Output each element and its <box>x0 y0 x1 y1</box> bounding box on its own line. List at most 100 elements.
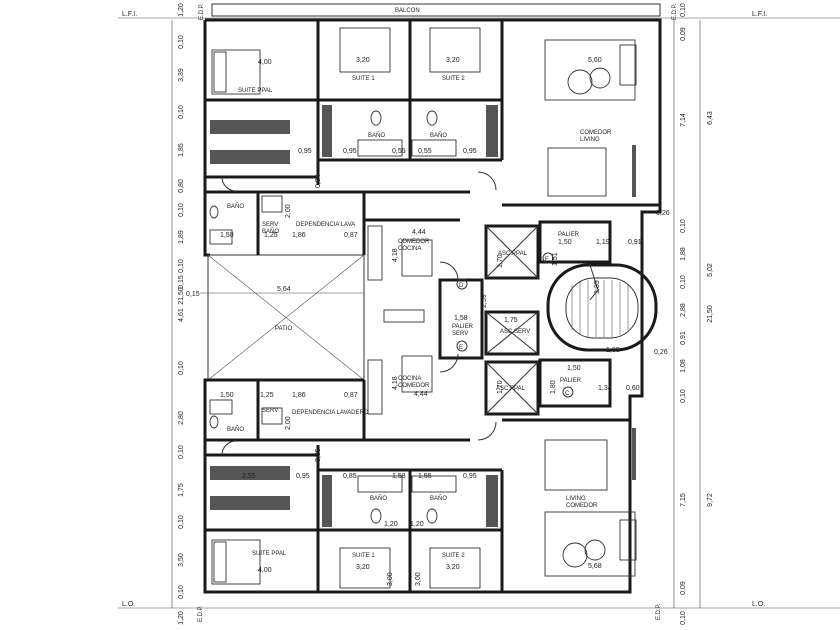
dim-400-bottom: 4,00 <box>258 567 272 574</box>
room-asc-serv: ASC.SERV <box>500 329 530 335</box>
dim-095-d: 0,95 <box>296 473 310 480</box>
edp-bottom-left-label: E.D.P. <box>198 605 204 622</box>
room-suite1-top: SUITE 1 <box>352 76 375 82</box>
lo-right-label: L.O. <box>752 601 765 608</box>
left-dims-1: 0,10 <box>178 35 185 49</box>
left-dims-9: 0,15 <box>178 275 185 289</box>
dim-119: 1,19 <box>596 239 610 246</box>
right-dims-outer-1: 5,02 <box>707 263 714 277</box>
asc-serv-shaft <box>484 310 540 356</box>
door-arc-kitchen-top <box>439 261 459 281</box>
dim-135: 1,35 <box>594 280 601 294</box>
asc-bottom-x2 <box>485 361 539 415</box>
dim-094: 0,94 <box>315 174 322 188</box>
left-dims-14: 0,10 <box>178 445 185 459</box>
lo-left-label: L.O. <box>122 601 135 608</box>
dim-095-b: 0,95 <box>343 148 357 155</box>
room-dependencia-lava-top: DEPENDENCIA LAVA <box>296 222 355 228</box>
left-dims-19: 1,20 <box>178 611 185 625</box>
right-dims-inner-12: 0,10 <box>680 611 687 625</box>
dim-564: 5,64 <box>277 286 291 293</box>
room-suite-ppal-bottom: SUITE PPAL <box>252 551 287 557</box>
right-dims-inner-7: 0,91 <box>680 331 687 345</box>
dim-015: 0,15 <box>186 291 200 298</box>
dim-400-top: 4,00 <box>258 59 272 66</box>
room-bano-serv-bottom: BAÑO <box>227 426 244 433</box>
door-arc-bath-top <box>221 176 237 192</box>
asc-bottom-shaft <box>484 360 540 416</box>
left-dims-2: 3,39 <box>178 68 185 82</box>
tag-circle-f <box>542 252 554 264</box>
right-dims-inner-0: 0,10 <box>680 3 687 17</box>
dim-170-top: 1,70 <box>497 254 504 268</box>
left-dims-4: 1,85 <box>178 143 185 157</box>
dim-560-top: 5,60 <box>588 57 602 64</box>
room-dependencia-lavadero-bottom: DEPENDENCIA LAVADERO <box>292 410 369 416</box>
dim-158: 1,58 <box>454 315 468 322</box>
right-dims-inner-2: 7,14 <box>680 113 687 127</box>
dim-320-s2-bottom: 3,20 <box>446 564 460 571</box>
palier-bottom-box <box>538 358 612 408</box>
dim-150-palier: 1,50 <box>558 239 572 246</box>
stair-treads <box>571 280 629 337</box>
dim-200-bottom: 2,00 <box>285 416 292 430</box>
left-dims-3: 0,10 <box>178 105 185 119</box>
dim-186-top: 1,86 <box>292 232 306 239</box>
left-dims-7: 1,89 <box>178 230 185 244</box>
dim-087-top: 0,87 <box>344 232 358 239</box>
right-dimension-column-inner: 0,100,097,140,101,880,102,880,911,080,10… <box>680 3 687 625</box>
dim-418-top: 4,18 <box>392 248 399 262</box>
dim-444-bottom: 4,44 <box>414 391 428 398</box>
left-dims-0: 1,20 <box>178 3 185 17</box>
right-dims-inner-11: 0,09 <box>680 581 687 595</box>
dim-568-bottom: 5,68 <box>588 563 602 570</box>
dim-150-bottom: 1,50 <box>220 392 234 399</box>
door-arc-bottom <box>477 421 497 441</box>
left-dims-18: 0,10 <box>178 585 185 599</box>
right-dims-inner-5: 0,10 <box>680 275 687 289</box>
dim-125-bottom: 1,25 <box>260 392 274 399</box>
room-palier-top: PALIER <box>558 232 580 238</box>
dim-300-b: 3,00 <box>415 572 422 586</box>
left-dims-15: 1,75 <box>178 483 185 497</box>
room-serv-bottom: SERV <box>262 408 278 414</box>
dim-055-a: 0,55 <box>392 148 406 155</box>
left-dims-13: 2,80 <box>178 411 185 425</box>
right-dims-inner-9: 0,10 <box>680 389 687 403</box>
dim-085: 0,85 <box>315 448 322 462</box>
room-asc-bottom: ASC.PPAL <box>496 386 526 392</box>
closets <box>210 105 636 527</box>
tag-f: F <box>545 257 549 263</box>
dim-091-top: 0,91 <box>628 239 642 246</box>
room-bano-s1-bottom: BAÑO <box>370 495 387 502</box>
left-dims-11: 4,61 <box>178 308 185 322</box>
patio-label: PATIO <box>275 326 292 332</box>
asc-serv-x2 <box>485 311 539 355</box>
stair-enclosure <box>546 263 658 352</box>
room-suite2-bottom: SUITE 2 <box>442 553 465 559</box>
left-dims-12: 0,10 <box>178 361 185 375</box>
dim-120-a: 1,20 <box>384 521 398 528</box>
left-dims-16: 0,10 <box>178 515 185 529</box>
bath-fixtures <box>209 110 457 524</box>
tag-c: C <box>565 391 570 397</box>
right-dims-inner-8: 1,08 <box>680 359 687 373</box>
edp-top-label: E.D.P. <box>199 3 205 20</box>
palier-top-box <box>538 220 612 264</box>
dim-158-b: 1,58 <box>392 473 406 480</box>
right-dims-outer-0: 6,43 <box>707 111 714 125</box>
tag-circle-d <box>456 278 468 290</box>
dim-151: 1,51 <box>552 252 559 266</box>
room-suite-ppal-top: SUITE PPAL <box>238 88 273 94</box>
stair-inner <box>565 277 639 339</box>
asc-ppal-x2 <box>485 225 539 279</box>
circle-tags: D E F C <box>456 252 574 398</box>
right-dims-inner-10: 7,15 <box>680 493 687 507</box>
lfi-right-label: L.F.I. <box>752 11 767 18</box>
left-dims-10: 21,50 <box>178 287 185 305</box>
